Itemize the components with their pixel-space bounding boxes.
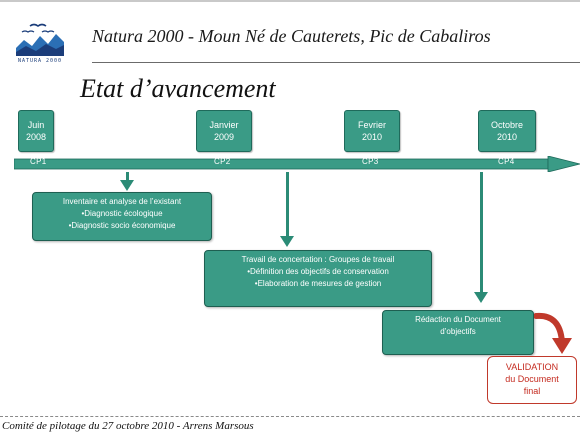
date-year: 2010 [496, 132, 517, 142]
arrow-down-icon [474, 292, 488, 303]
validation-line: final [523, 386, 541, 396]
header-divider [92, 62, 580, 63]
phase-item: d’objectifs [440, 327, 476, 336]
phase-title: Inventaire et analyse de l’existant [62, 197, 182, 206]
header-title: Natura 2000 - Moun Né de Cauterets, Pic … [92, 26, 491, 46]
date-box-2: Janvier 2009 [196, 110, 252, 152]
date-year: 2009 [213, 132, 234, 142]
arrow-down-icon [120, 180, 134, 191]
phase-item: •Elaboration de mesures de gestion [254, 279, 382, 288]
validation-line: du Document [505, 374, 559, 384]
date-month: Fevrier [357, 120, 386, 130]
phase-box-redaction: Rédaction du Document d’objectifs [382, 310, 534, 355]
connector-line [126, 172, 129, 184]
connector-line [480, 172, 483, 294]
date-box-3: Fevrier 2010 [344, 110, 400, 152]
page-title: Etat d’avancement [80, 74, 276, 103]
date-year: 2008 [25, 132, 47, 142]
footer-text: Comité de pilotage du 27 octobre 2010 - … [2, 420, 254, 432]
phase-item: •Définition des objectifs de conservatio… [247, 267, 389, 276]
timeline-arrow [14, 156, 580, 172]
checkpoint-label: CP2 [214, 157, 231, 166]
phase-box-concertation: Travail de concertation : Groupes de tra… [204, 250, 432, 307]
footer-divider [0, 416, 580, 417]
logo-text: NATURA 2000 [17, 58, 63, 64]
logo-birds-icon [16, 23, 64, 56]
phase-title: Travail de concertation : Groupes de tra… [241, 255, 395, 264]
natura-2000-logo: NATURA 2000 [12, 18, 68, 64]
checkpoint-label: CP3 [362, 157, 379, 166]
date-box-4: Octobre 2010 [478, 110, 536, 152]
date-month: Janvier [209, 120, 239, 130]
phase-title: Rédaction du Document [415, 315, 501, 324]
date-year: 2010 [361, 132, 382, 142]
date-month: Juin [27, 120, 45, 130]
phase-item: •Diagnostic socio économique [68, 221, 176, 230]
top-border [0, 0, 580, 2]
validation-line: VALIDATION [505, 362, 559, 372]
phase-box-inventaire: Inventaire et analyse de l’existant •Dia… [32, 192, 212, 241]
phase-item: •Diagnostic écologique [81, 209, 163, 218]
date-box-1: Juin 2008 [18, 110, 54, 152]
checkpoint-label: CP4 [498, 157, 515, 166]
timeline-arrow-icon [14, 156, 580, 172]
date-month: Octobre [490, 120, 523, 130]
connector-line [286, 172, 289, 236]
curved-arrow-icon [534, 312, 572, 354]
validation-box: VALIDATION du Document final [487, 356, 577, 404]
arrow-down-icon [280, 236, 294, 247]
checkpoint-label: CP1 [30, 157, 47, 166]
